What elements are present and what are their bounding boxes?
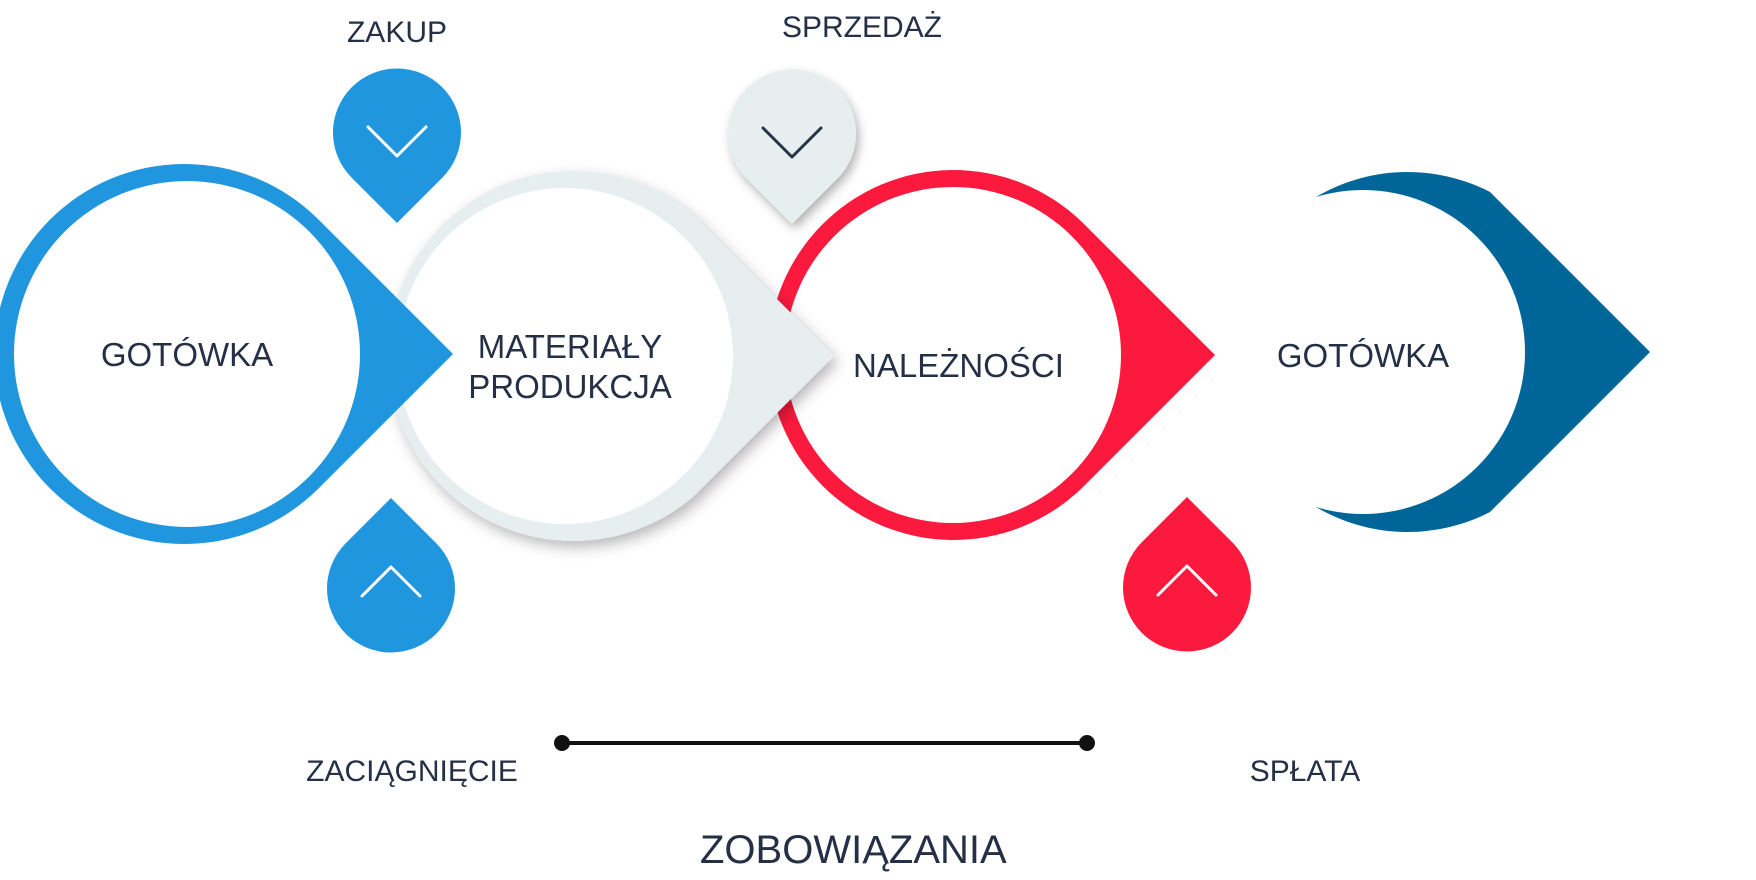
- step-label-line: MATERIAŁY: [477, 328, 663, 365]
- liabilities-label: ZOBOWIĄZANIA: [700, 828, 1007, 872]
- step-label-line: GOTÓWKA: [100, 336, 274, 373]
- step-label-cash-start: GOTÓWKA: [67, 335, 307, 375]
- step-label-cash-end: GOTÓWKA: [1263, 336, 1463, 376]
- marker-sale-pin: [728, 69, 856, 225]
- chevron-up-icon: [360, 565, 422, 598]
- bracket-end-dot: [1079, 735, 1095, 751]
- chevron-down-icon: [366, 125, 428, 158]
- chevron-up-icon: [1156, 564, 1218, 597]
- step-ring-cash-start: [0, 164, 453, 544]
- chevron-down-icon: [761, 126, 823, 159]
- step-ring-materials-production: [388, 171, 834, 541]
- bracket-start-dot: [554, 735, 570, 751]
- marker-repayment-pin: [1123, 497, 1251, 652]
- marker-label-borrowing: ZACIĄGNIĘCIE: [306, 755, 518, 788]
- step-label-receivables: NALEŻNOŚCI: [853, 346, 1064, 386]
- liabilities-bracket: [554, 735, 1095, 751]
- marker-label-repayment: SPŁATA: [1249, 755, 1361, 788]
- step-label-line: NALEŻNOŚCI: [853, 347, 1064, 384]
- step-label-line: GOTÓWKA: [1276, 337, 1450, 374]
- marker-borrowing-pin: [327, 498, 456, 653]
- step-label-line: PRODUKCJA: [468, 368, 672, 406]
- step-ring-cash-end: [1201, 172, 1650, 533]
- step-ring-receivables: [768, 170, 1215, 540]
- marker-label-purchase: ZAKUP: [346, 16, 448, 49]
- marker-purchase-pin: [333, 68, 461, 223]
- marker-label-sale: SPRZEDAŻ: [781, 11, 943, 44]
- step-label-materials-production: MATERIAŁY PRODUKCJA: [455, 327, 685, 408]
